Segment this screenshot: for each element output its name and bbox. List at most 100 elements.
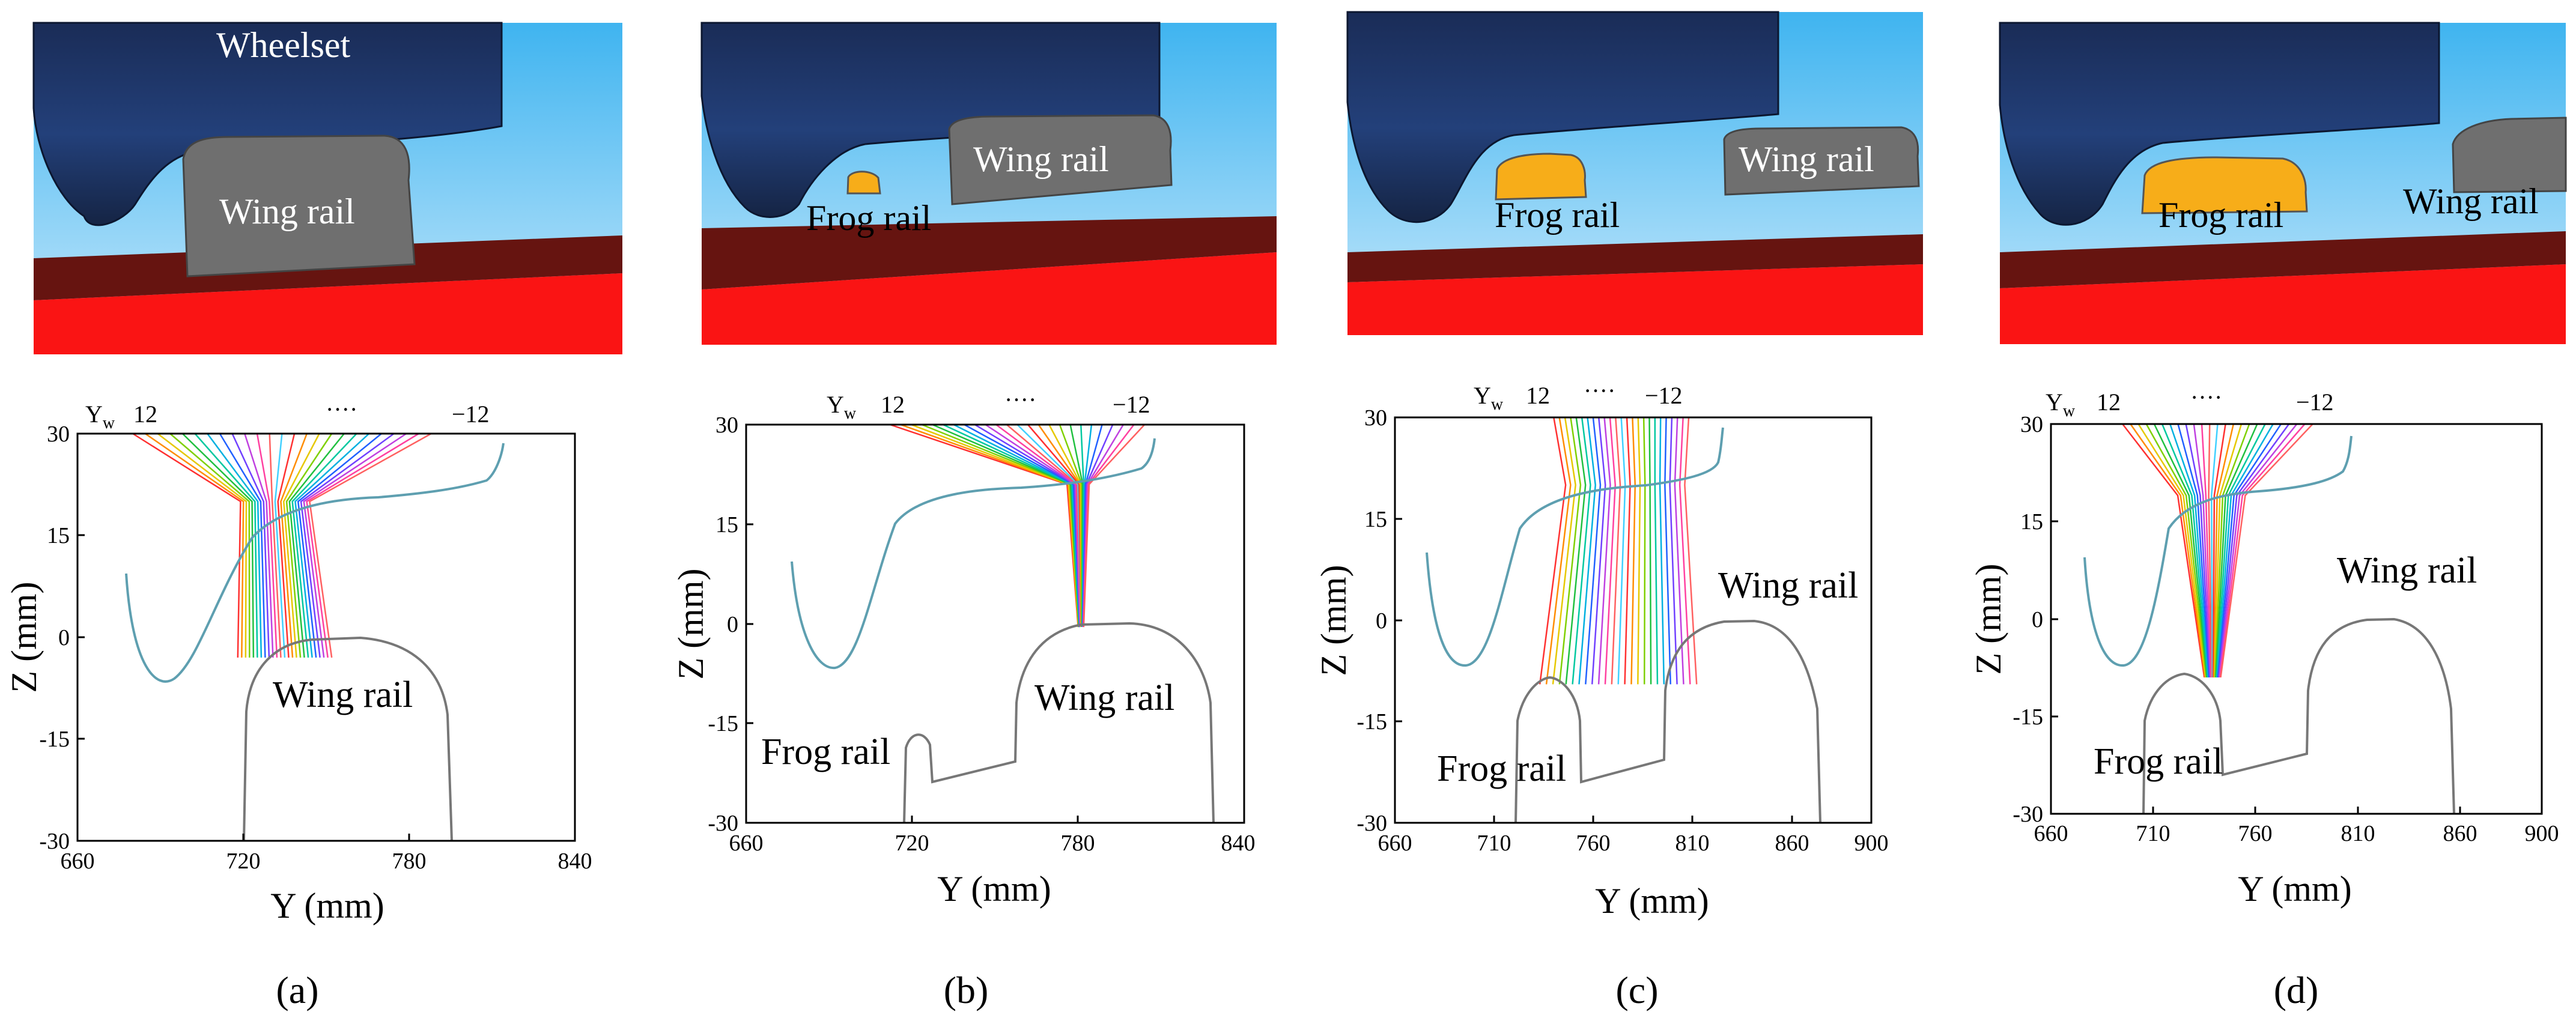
x-tick-label: 900 (1855, 831, 1889, 856)
sleeper-top (2000, 231, 2566, 288)
contact-line (194, 433, 258, 658)
y-ticks: 30 15 0 -15 -30 (2012, 412, 2058, 827)
y-tick-label: -15 (2012, 704, 2043, 730)
contact-line (1630, 417, 1636, 685)
x-tick-label: 760 (1576, 831, 1611, 856)
sleeper-body (1347, 264, 1923, 335)
y-axis-title: Z (mm) (1969, 564, 2008, 675)
y-tick-label: -15 (1356, 709, 1387, 735)
x-tick-label: 840 (1221, 831, 1256, 856)
contact-line (1585, 417, 1602, 685)
x-tick-label: 720 (895, 831, 929, 856)
scene-c: Frog rail Wing rail (1346, 11, 1923, 335)
yw-label: Yw (85, 401, 115, 432)
y-axis-title: Z (mm) (671, 569, 711, 680)
y-tick-label: 30 (2020, 412, 2043, 437)
contact-line (2122, 423, 2205, 678)
y-tick-label: -30 (39, 829, 70, 854)
contact-line (1578, 417, 1596, 685)
y-ticks: 30 15 0 -15 -30 (708, 413, 753, 836)
contact-line (1558, 417, 1582, 685)
contact-line (2217, 423, 2290, 677)
contact-line (256, 433, 278, 658)
frog-rail-curve (903, 622, 1215, 823)
panel-label: (c) (1615, 969, 1658, 1011)
contact-lines (1539, 417, 1698, 685)
x-tick-label: 840 (558, 849, 592, 874)
x-axis-title: Y (mm) (2238, 869, 2351, 909)
contact-line (1604, 417, 1617, 685)
y-tick-label: 30 (1364, 405, 1387, 431)
contact-line (921, 423, 1080, 628)
contact-line (2169, 423, 2210, 677)
y-tick-label: 0 (2032, 607, 2043, 632)
contact-line (1664, 417, 1671, 685)
yw-dots: ···· (2190, 384, 2222, 411)
x-tick-label: 720 (226, 849, 261, 874)
contact-line (1591, 417, 1606, 685)
frog-rail-shape (846, 171, 881, 195)
contact-line (2137, 423, 2207, 678)
x-tick-label: 660 (2034, 821, 2068, 846)
x-ticks: 660 720 780 840 (61, 834, 592, 874)
rail-label-frog: Frog rail (761, 732, 890, 772)
panel-d: Frog rail Wing rail 660 710 760 810 860 … (1969, 22, 2567, 1011)
contact-line (1637, 417, 1641, 685)
contact-line (300, 432, 395, 658)
wheelset-shape (1999, 22, 2440, 226)
yw-end: −12 (1645, 382, 1683, 409)
scene-label-wing-rail: Wing rail (219, 192, 355, 231)
y-tick-label: 15 (715, 512, 738, 538)
sleeper-body (2000, 264, 2566, 344)
contact-line (2130, 423, 2206, 678)
frog-rail-curve (1514, 619, 1821, 823)
contact-line (280, 433, 308, 658)
x-ticks: 660 710 760 810 860 900 (2034, 807, 2559, 846)
contact-line (2208, 423, 2213, 677)
yw-end: −12 (452, 401, 490, 428)
contact-line (207, 433, 263, 658)
x-tick-label: 660 (1378, 831, 1412, 856)
contact-line (297, 433, 382, 658)
contact-line (1611, 417, 1621, 685)
panel-c: Frog rail Wing rail 660 710 760 810 860 … (1314, 11, 1923, 1011)
contact-lines (2122, 423, 2313, 678)
contact-line (231, 433, 270, 658)
rail-label-wing: Wing rail (1718, 565, 1858, 606)
contact-line (288, 433, 345, 658)
contact-line (1684, 417, 1698, 685)
contact-line (953, 423, 1081, 628)
x-tick-label: 660 (729, 831, 764, 856)
contact-line (1552, 417, 1576, 685)
wing-rail-shape (948, 114, 1173, 205)
contact-line (1083, 424, 1146, 628)
contact-line (291, 433, 357, 658)
x-tick-label: 810 (1675, 831, 1710, 856)
yw-start: 12 (133, 401, 157, 428)
sleeper-top (1347, 234, 1923, 282)
contact-lines (890, 423, 1146, 628)
x-axis-title: Y (mm) (270, 886, 384, 925)
plot-a: 660 720 780 840 30 15 0 -15 -30 Y (mm) Z… (4, 396, 592, 925)
frog-rail-shape (2141, 156, 2308, 214)
wheel-profile-curve (1426, 427, 1724, 667)
x-tick-label: 760 (2238, 821, 2273, 846)
y-tick-label: -30 (2012, 802, 2043, 827)
x-ticks: 660 720 780 840 (729, 816, 1256, 856)
panel-label: (b) (944, 969, 989, 1011)
yw-label: Yw (2046, 389, 2076, 420)
contact-line (2193, 423, 2211, 677)
y-tick-label: 30 (715, 413, 738, 438)
x-tick-label: 710 (1477, 831, 1511, 856)
rail-label-frog: Frog rail (2094, 741, 2223, 782)
plot-b: 660 720 780 840 30 15 0 -15 -30 Y (mm) Z… (671, 386, 1256, 909)
rail-profile-curve (243, 636, 453, 841)
x-tick-label: 660 (61, 849, 95, 874)
y-axis-title: Z (mm) (4, 582, 44, 693)
sleeper-body (34, 273, 622, 354)
y-ticks: 30 15 0 -15 -30 (1356, 405, 1402, 836)
panel-label: (a) (276, 969, 318, 1011)
wing-rail-shape (2452, 117, 2567, 193)
contact-line (169, 433, 251, 658)
contact-line (2219, 423, 2306, 678)
